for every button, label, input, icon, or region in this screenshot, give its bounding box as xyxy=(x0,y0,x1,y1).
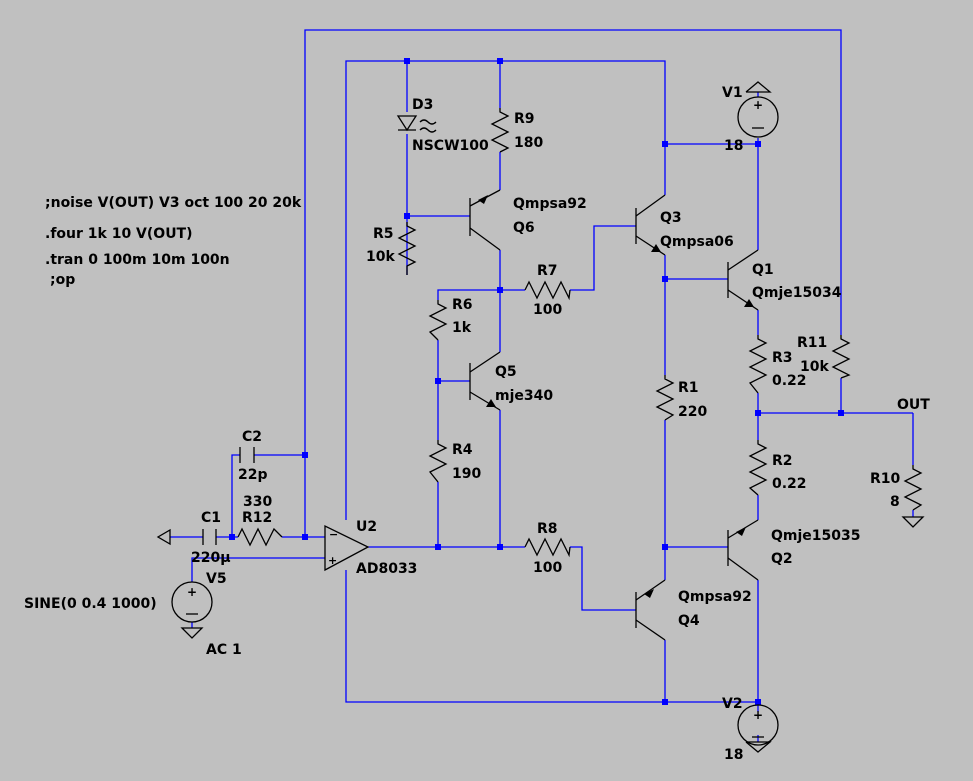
svg-text:+: + xyxy=(753,708,763,722)
junction-dots xyxy=(229,58,844,705)
q6-model: Qmpsa92 xyxy=(513,196,587,212)
q5-name: Q5 xyxy=(495,364,517,380)
r9-value: 180 xyxy=(514,135,543,151)
q2-model: Qmje15035 xyxy=(771,528,861,544)
c1-name: C1 xyxy=(201,510,221,526)
u2-name: U2 xyxy=(356,519,377,535)
voltage-source-v1[interactable]: + xyxy=(737,81,779,138)
q2-name: Q2 xyxy=(771,551,793,567)
q3-name: Q3 xyxy=(660,210,682,226)
q5-model: mje340 xyxy=(495,388,553,404)
v2-name: V2 xyxy=(722,696,743,712)
out-label: OUT xyxy=(897,397,930,413)
r7-value: 100 xyxy=(533,302,562,318)
r6-value: 1k xyxy=(452,320,472,336)
v5-name: V5 xyxy=(206,571,227,587)
spice-directives[interactable]: ;noise V(OUT) V3 oct 100 20 20k .four 1k… xyxy=(45,195,302,288)
voltage-source-v2[interactable]: + xyxy=(737,704,779,753)
r1-value: 220 xyxy=(678,404,707,420)
directive-tran: .tran 0 100m 10m 100n xyxy=(45,252,230,268)
directive-four: .four 1k 10 V(OUT) xyxy=(45,226,193,242)
c2-value: 22p xyxy=(238,467,268,483)
voltage-source-v5[interactable]: + xyxy=(171,581,213,623)
q1-model: Qmje15034 xyxy=(752,285,842,301)
directive-noise: ;noise V(OUT) V3 oct 100 20 20k xyxy=(45,195,302,211)
q6-name: Q6 xyxy=(513,220,535,236)
transistor-symbols[interactable] xyxy=(469,189,759,641)
resistor-symbols[interactable] xyxy=(237,108,923,558)
d3-value: NSCW100 xyxy=(412,138,489,154)
r7-name: R7 xyxy=(537,263,558,279)
ground-symbols xyxy=(156,516,925,639)
q4-name: Q4 xyxy=(678,613,700,629)
r2-name: R2 xyxy=(772,453,793,469)
q1-name: Q1 xyxy=(752,262,774,278)
c1-value: 220µ xyxy=(191,550,231,566)
r3-value: 0.22 xyxy=(772,373,807,389)
r12-value: 330 xyxy=(243,494,272,510)
r11-value: 10k xyxy=(800,359,829,375)
d3-name: D3 xyxy=(412,97,433,113)
c2-name: C2 xyxy=(242,429,262,445)
r12-name: R12 xyxy=(242,510,272,526)
r8-value: 100 xyxy=(533,560,562,576)
r4-value: 190 xyxy=(452,466,481,482)
v1-name: V1 xyxy=(722,85,743,101)
r4-name: R4 xyxy=(452,442,473,458)
r11-name: R11 xyxy=(797,335,827,351)
r9-name: R9 xyxy=(514,111,535,127)
svg-text:+: + xyxy=(328,554,337,567)
q4-model: Qmpsa92 xyxy=(678,589,752,605)
v1-value: 18 xyxy=(724,138,743,154)
r6-name: R6 xyxy=(452,297,473,313)
component-labels: D3 NSCW100 R9 180 V1 18 Qmpsa92 Q6 Q3 Qm… xyxy=(24,85,930,763)
r10-value: 8 xyxy=(890,494,900,510)
wires xyxy=(170,29,914,742)
capacitor-symbols[interactable] xyxy=(202,447,255,545)
r10-name: R10 xyxy=(870,471,901,487)
r3-name: R3 xyxy=(772,350,793,366)
u2-model: AD8033 xyxy=(356,561,417,577)
v2-value: 18 xyxy=(724,747,743,763)
svg-text:−: − xyxy=(329,528,338,541)
opamp-u2-symbol[interactable]: − + xyxy=(324,524,370,572)
r1-name: R1 xyxy=(678,380,699,396)
v5-ac: AC 1 xyxy=(206,642,242,658)
r8-name: R8 xyxy=(537,521,558,537)
led-d3-symbol[interactable] xyxy=(396,115,437,133)
r5-name: R5 xyxy=(373,226,394,242)
v5-value: SINE(0 0.4 1000) xyxy=(24,596,157,612)
q3-model: Qmpsa06 xyxy=(660,234,734,250)
r5-value: 10k xyxy=(366,249,395,265)
svg-text:+: + xyxy=(753,98,763,112)
svg-text:+: + xyxy=(187,585,197,599)
directive-op: ;op xyxy=(50,272,75,288)
r2-value: 0.22 xyxy=(772,476,807,492)
